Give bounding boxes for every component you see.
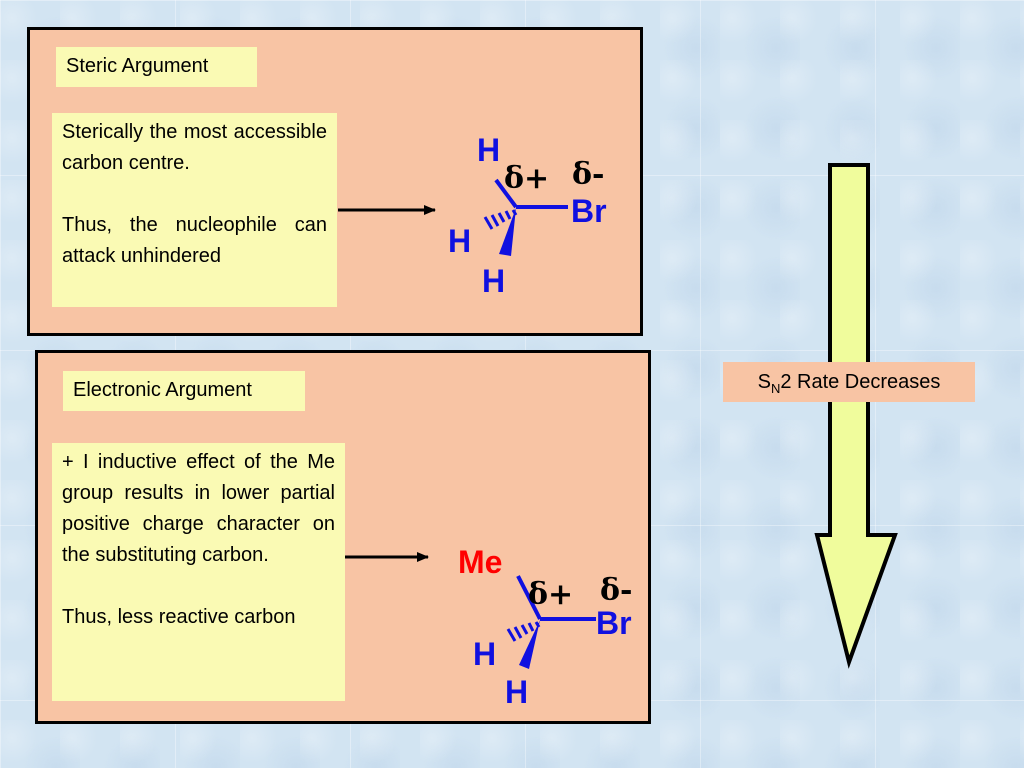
sn2-rate-label: SN2 Rate Decreases	[723, 362, 975, 402]
electronic-paragraph-2: Thus, less reactive carbon	[62, 606, 296, 628]
steric-title: Steric Argument	[56, 47, 257, 87]
bond-top	[516, 575, 542, 620]
electronic-title: Electronic Argument	[63, 371, 305, 411]
electronic-text-box: + I inductive effect of the Me group res…	[52, 443, 345, 701]
delta-plus: δ+	[504, 161, 549, 196]
electronic-paragraph-1: + I inductive effect of the Me group res…	[62, 451, 335, 566]
atom-left: H	[448, 223, 471, 259]
steric-text-box: Sterically the most accessible carbon ce…	[52, 113, 337, 307]
rate-decrease-arrow	[814, 163, 898, 669]
methyl-bromide-structure: H H H Br δ+ δ-	[338, 132, 607, 299]
bond-top	[494, 178, 518, 209]
hashed-bond	[506, 621, 541, 642]
atom-halogen: Br	[596, 605, 632, 641]
atom-top: H	[477, 132, 500, 168]
rate-suffix: 2 Rate Decreases	[780, 371, 941, 393]
delta-minus: δ-	[572, 157, 604, 192]
down-arrow-shape	[814, 163, 898, 669]
atom-top: Me	[458, 544, 502, 580]
wedge-bond	[499, 208, 516, 256]
ethyl-bromide-structure: Me H H Br δ+ δ-	[345, 544, 632, 710]
atom-left: H	[473, 636, 496, 672]
delta-plus: δ+	[528, 577, 573, 612]
atom-bottom: H	[505, 674, 528, 710]
atom-bottom: H	[482, 263, 505, 299]
electronic-panel: Electronic Argument + I inductive effect…	[35, 350, 651, 724]
steric-paragraph-2: Thus, the nucleophile can attack unhinde…	[62, 214, 327, 267]
delta-minus: δ-	[600, 573, 632, 608]
steric-panel: Steric Argument Sterically the most acce…	[27, 27, 643, 336]
wedge-bond	[519, 620, 540, 669]
rate-prefix: S	[757, 371, 771, 393]
steric-paragraph-1: Sterically the most accessible carbon ce…	[62, 121, 327, 174]
rate-subscript: N	[770, 381, 781, 396]
hashed-bond	[483, 209, 518, 230]
atom-halogen: Br	[571, 193, 607, 229]
